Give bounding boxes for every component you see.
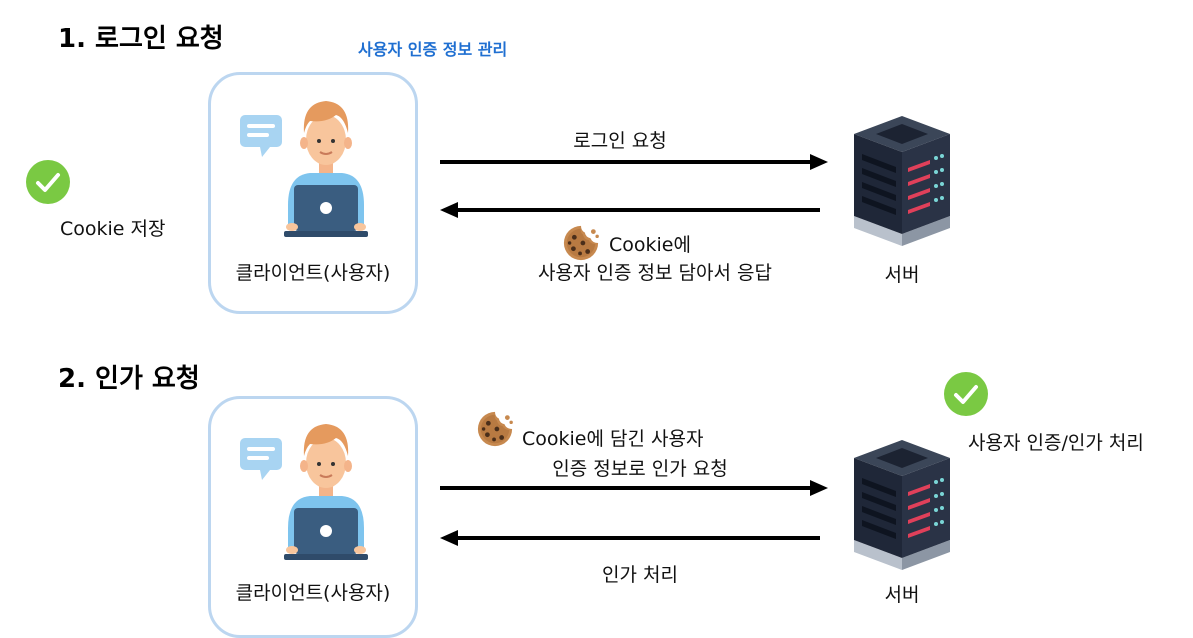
request-line1: Cookie에 담긴 사용자 — [522, 428, 704, 450]
cookie-icon — [562, 224, 600, 262]
check-icon — [26, 160, 70, 204]
request-arrow — [440, 154, 828, 170]
client-label: 클라이언트(사용자) — [235, 582, 391, 604]
response-arrow — [440, 530, 820, 546]
server-status-label: 사용자 인증/인가 처리 — [968, 432, 1144, 454]
request-line2: 인증 정보로 인가 요청 — [552, 458, 728, 480]
response-label: 인가 처리 — [602, 564, 678, 586]
client-box — [208, 72, 418, 314]
cookie-icon — [476, 410, 514, 448]
request-arrow — [440, 480, 828, 496]
cookie-store-label: Cookie 저장 — [60, 218, 166, 240]
server-icon — [852, 116, 952, 256]
server-label: 서버 — [884, 264, 920, 286]
server-label: 서버 — [884, 584, 920, 606]
check-icon — [944, 372, 988, 416]
response-arrow — [440, 202, 820, 218]
user-laptop-icon — [240, 95, 380, 245]
server-icon — [852, 440, 952, 580]
user-laptop-icon — [240, 418, 380, 568]
section2-heading: 2. 인가 요청 — [58, 364, 200, 394]
section1-heading: 1. 로그인 요청 — [58, 24, 224, 54]
response-line1: Cookie에 — [609, 234, 691, 256]
response-line2: 사용자 인증 정보 담아서 응답 — [538, 262, 772, 284]
client-label: 클라이언트(사용자) — [235, 262, 391, 284]
request-label: 로그인 요청 — [573, 130, 667, 152]
client-note: 사용자 인증 정보 관리 — [358, 40, 508, 59]
